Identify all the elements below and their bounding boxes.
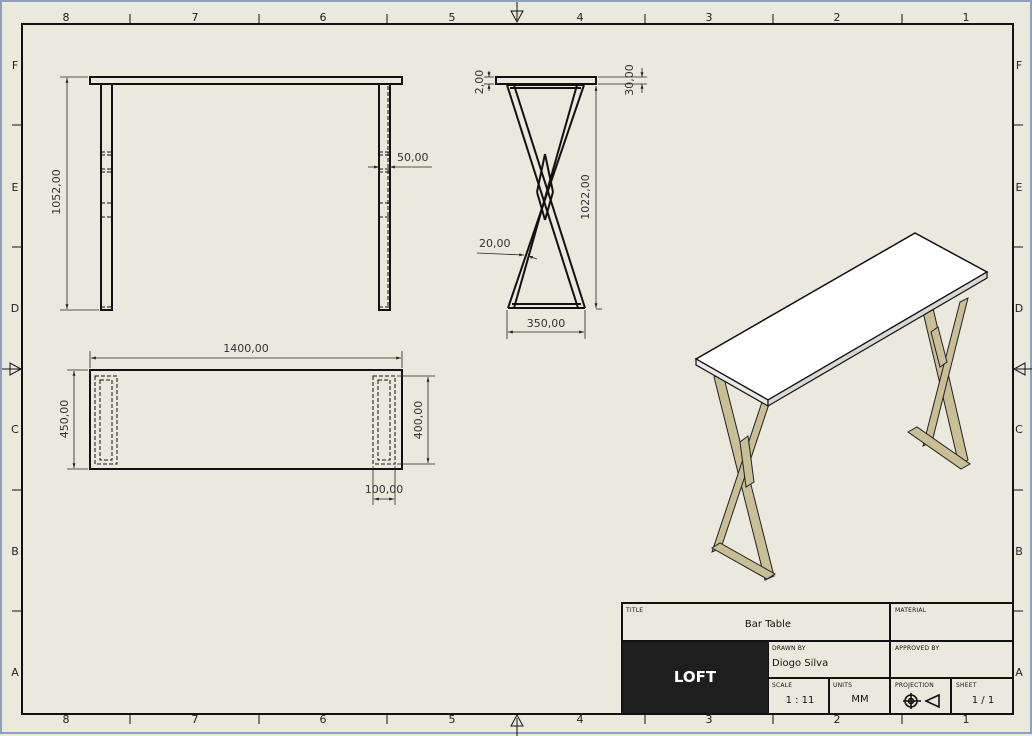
- logo-block: [623, 642, 768, 713]
- zone-col-6-bottom: 6: [320, 713, 327, 726]
- zone-row-f-right: F: [1016, 59, 1022, 72]
- zone-col-3-top: 3: [706, 11, 713, 24]
- top-leg-depth-dimension: 400,00: [412, 401, 425, 440]
- units-label: UNITS: [833, 682, 852, 689]
- isometric-view: [694, 232, 989, 581]
- centering-mark-right-icon: [1012, 362, 1032, 376]
- zone-row-e-left: E: [12, 181, 19, 194]
- left-zone-ticks: [12, 124, 22, 612]
- zone-row-e-right: E: [1016, 181, 1023, 194]
- zone-col-5-bottom: 5: [449, 713, 456, 726]
- zone-row-a-left: A: [11, 666, 19, 679]
- sheet-value: 1 / 1: [972, 695, 994, 706]
- zone-row-c-right: C: [1015, 423, 1023, 436]
- title-label: TITLE: [625, 607, 643, 614]
- top-zone-labels: 8 7 6 5 4 3 2 1: [63, 11, 970, 24]
- side-leg-height-dimension: 1022,00: [579, 174, 592, 220]
- zone-col-4-bottom: 4: [577, 713, 584, 726]
- zone-row-b-left: B: [11, 545, 19, 558]
- zone-col-8-top: 8: [63, 11, 70, 24]
- right-zone-ticks: [1013, 124, 1023, 612]
- approved-by-label: APPROVED BY: [895, 645, 939, 652]
- title-value: Bar Table: [745, 619, 791, 630]
- zone-row-c-left: C: [11, 423, 19, 436]
- zone-col-1-top: 1: [963, 11, 970, 24]
- front-height-dimension: 1052,00: [50, 169, 63, 215]
- side-base-width-dimension: 350,00: [527, 317, 566, 330]
- top-leg-foot-dimension: 100,00: [365, 483, 404, 496]
- side-bar-width-dimension: 20,00: [479, 237, 511, 250]
- zone-col-7-top: 7: [192, 11, 199, 24]
- scale-label: SCALE: [772, 682, 792, 689]
- zone-row-f-left: F: [12, 59, 18, 72]
- zone-row-b-right: B: [1015, 545, 1023, 558]
- centering-mark-top-icon: [510, 2, 524, 24]
- zone-col-1-bottom: 1: [963, 713, 970, 726]
- front-leg-width-dimension: 50,00: [397, 151, 429, 164]
- zone-row-d-left: D: [11, 302, 19, 315]
- zone-col-4-top: 4: [577, 11, 584, 24]
- front-view: 1052,00 50,00: [50, 76, 432, 311]
- centering-mark-bottom-icon: [510, 713, 524, 736]
- bottom-zone-ticks: [129, 714, 903, 724]
- zone-col-2-top: 2: [834, 11, 841, 24]
- side-top-height-dimension: 30,00: [623, 64, 636, 96]
- right-zone-labels: F E D C B A: [1015, 59, 1023, 679]
- side-view: 2,00 30,00 1022,00 20,00 350,00: [473, 64, 647, 339]
- title-block: LOFT TITLE Bar Table MATERIAL DRAWN BY D…: [621, 602, 1014, 715]
- material-label: MATERIAL: [895, 607, 927, 614]
- centering-mark-left-icon: [2, 362, 23, 376]
- zone-col-6-top: 6: [320, 11, 327, 24]
- zone-col-3-bottom: 3: [706, 713, 713, 726]
- zone-col-8-bottom: 8: [63, 713, 70, 726]
- top-view: 1400,00 450,00 400,00 100,00: [58, 342, 435, 505]
- units-value: MM: [851, 694, 868, 705]
- side-top-thickness-dimension: 2,00: [473, 70, 486, 95]
- zone-col-7-bottom: 7: [192, 713, 199, 726]
- zone-col-5-top: 5: [449, 11, 456, 24]
- top-length-dimension: 1400,00: [223, 342, 269, 355]
- bottom-zone-labels: 8 7 6 5 4 3 2 1: [63, 713, 970, 726]
- projection-label: PROJECTION: [895, 682, 934, 689]
- zone-row-a-right: A: [1015, 666, 1023, 679]
- top-width-dimension: 450,00: [58, 400, 71, 439]
- zone-col-2-bottom: 2: [834, 713, 841, 726]
- drawn-by-label: DRAWN BY: [772, 645, 806, 652]
- zone-row-d-right: D: [1015, 302, 1023, 315]
- top-zone-ticks: [129, 14, 903, 24]
- drawn-by-value: Diogo Silva: [772, 658, 828, 669]
- sheet-label: SHEET: [956, 682, 977, 689]
- left-zone-labels: F E D C B A: [11, 59, 19, 679]
- scale-value: 1 : 11: [786, 695, 815, 706]
- first-angle-projection-icon: [903, 693, 940, 709]
- logo: LOFT: [674, 668, 717, 686]
